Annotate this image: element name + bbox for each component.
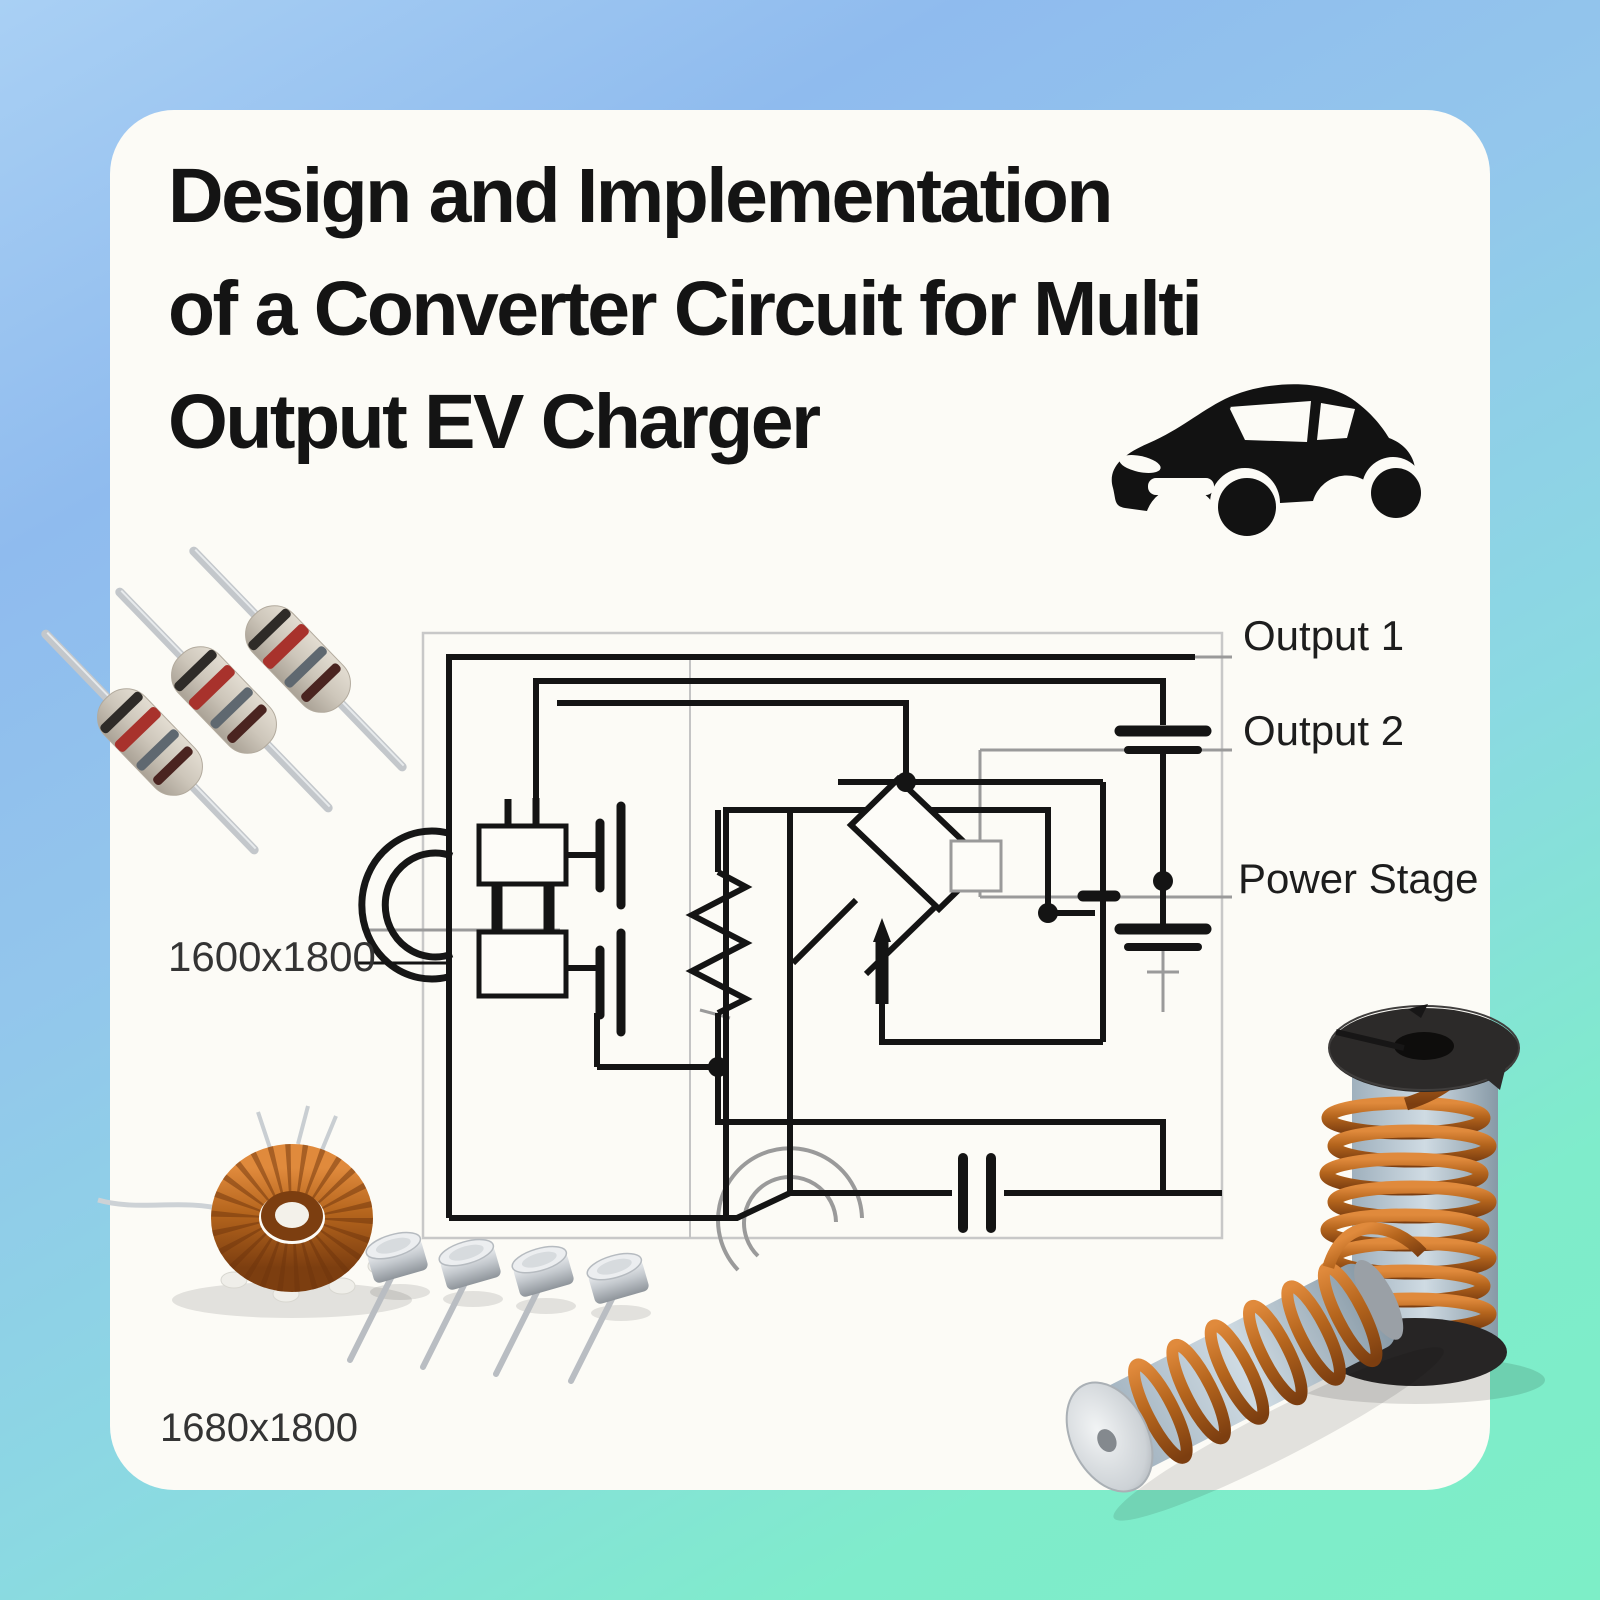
dimension-note-left: 1600x1800 (168, 933, 376, 980)
page-title: Design and Implementation of a Converter… (168, 140, 1428, 479)
toroidal-inductor-photo (97, 1105, 412, 1318)
label-output-1: Output 1 (1243, 612, 1405, 659)
transistor-symbol (846, 774, 1003, 1004)
title-line-3: Output EV Charger (168, 379, 821, 465)
label-power-stage: Power Stage (1238, 855, 1479, 902)
dimension-note-bottom: 1680x1800 (160, 1406, 358, 1450)
title-line-1: Design and Implementation (168, 153, 1113, 239)
car-icon (1111, 384, 1423, 538)
title-line-2: of a Converter Circuit for Multi (168, 266, 1203, 352)
copper-wire-spools-photo (1065, 1004, 1545, 1521)
resistor-photo (26, 532, 423, 870)
label-output-2: Output 2 (1243, 707, 1405, 754)
